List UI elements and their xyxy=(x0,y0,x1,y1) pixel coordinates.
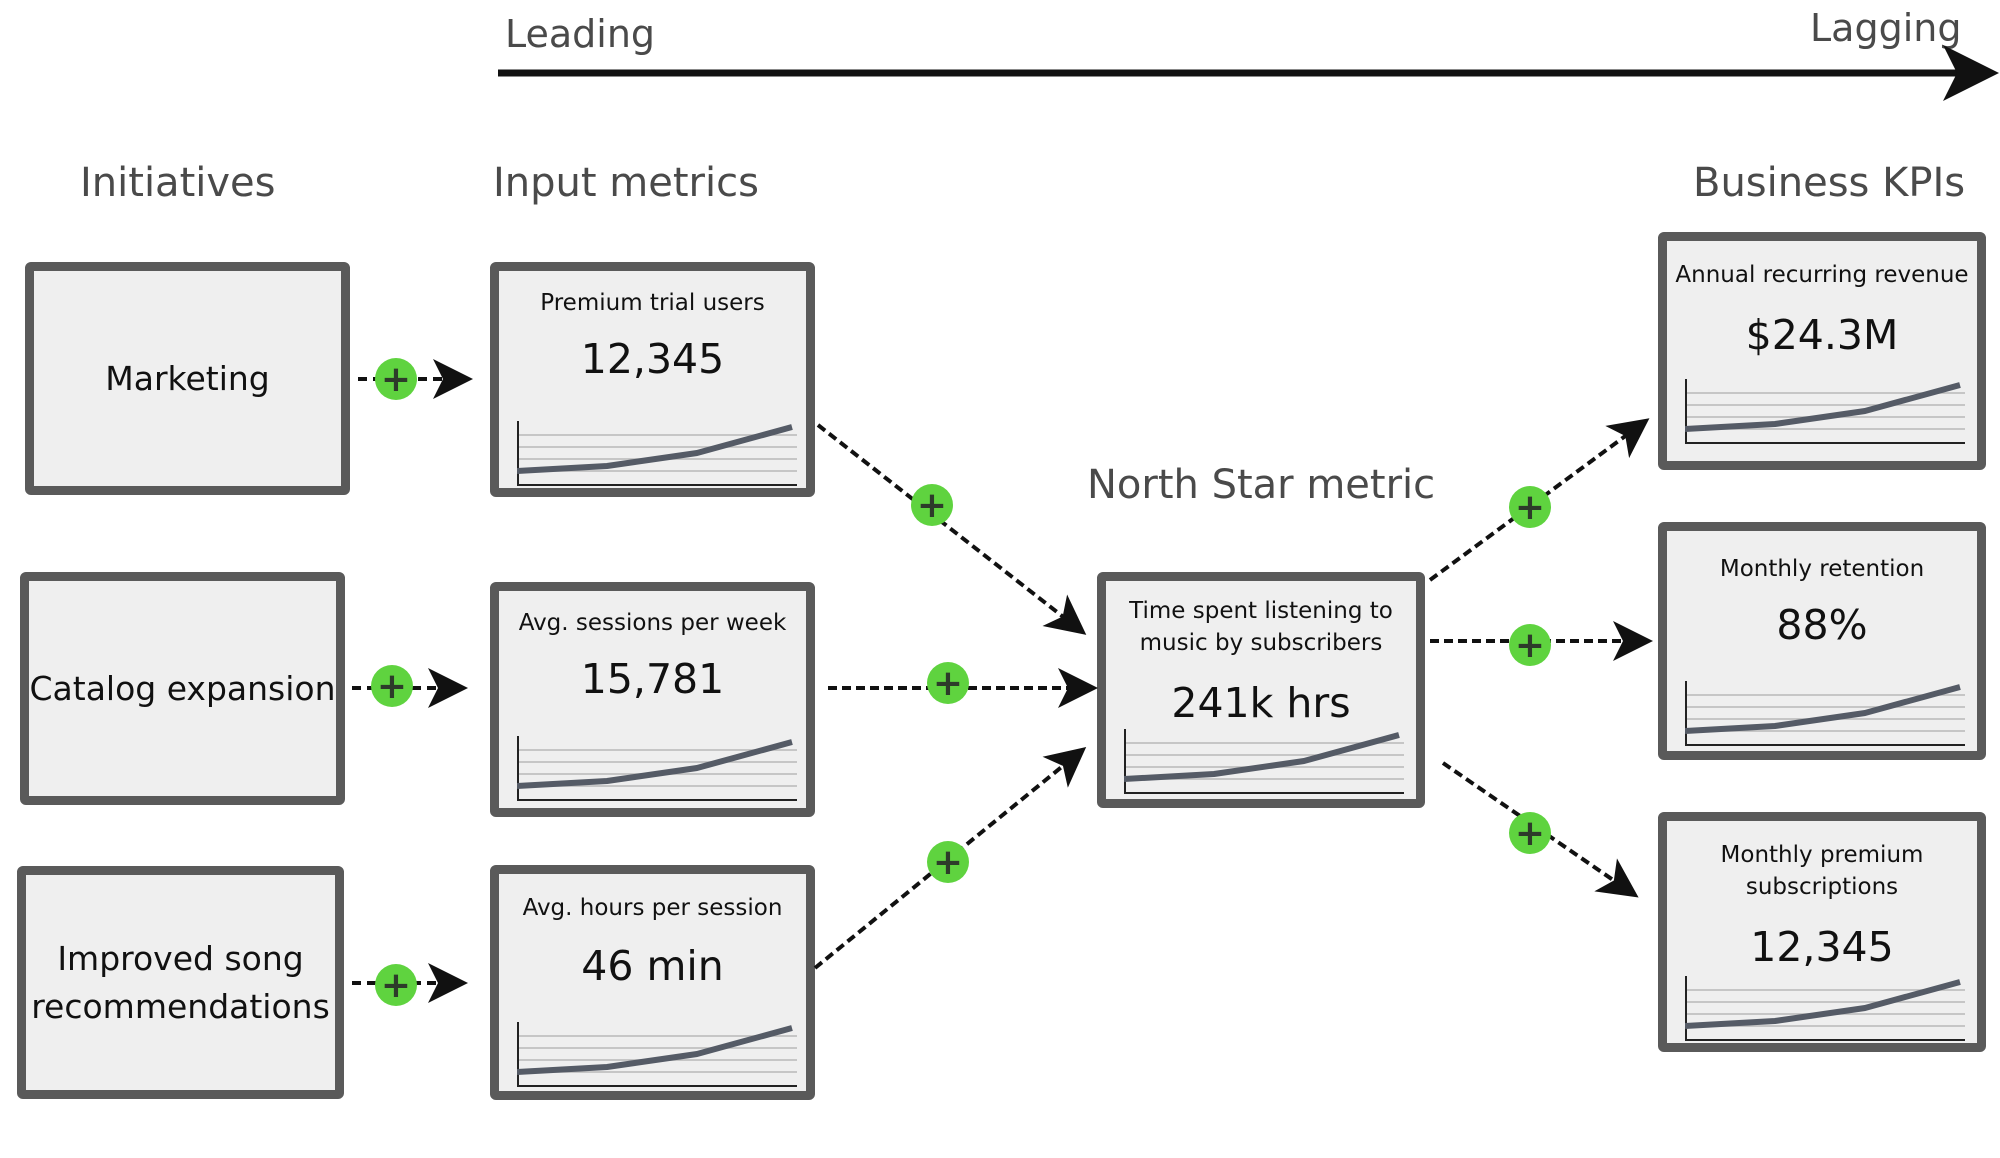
metric-title: Monthly retention xyxy=(1719,556,1925,582)
initiative-label: Marketing xyxy=(105,358,270,398)
plus-badge: + xyxy=(375,358,417,400)
metric-title: Avg. sessions per week xyxy=(518,610,787,636)
metric-title: Avg. hours per session xyxy=(522,895,783,921)
heading-initiatives: Initiatives xyxy=(80,160,276,206)
sparkline-trend-line xyxy=(1124,732,1400,782)
initiative-card-marketing: Marketing xyxy=(25,262,350,495)
sparkline-trend-line xyxy=(517,424,793,474)
metric-value: 46 min xyxy=(581,942,724,990)
metric-value: 241k hrs xyxy=(1171,679,1351,727)
input-metric-card-premium-trial-users: Premium trial users 12,345 xyxy=(490,262,815,497)
sparkline-trend-line xyxy=(1685,382,1961,432)
metric-value: 12,345 xyxy=(580,335,725,383)
sparkline-chart xyxy=(1124,729,1404,794)
sparkline-chart xyxy=(1685,681,1965,746)
axis-label-leading: Leading xyxy=(505,12,656,56)
metric-title: Time spent listening to music by subscri… xyxy=(1129,598,1393,656)
axis-label-lagging: Lagging xyxy=(1810,6,1962,50)
plus-badge: + xyxy=(927,662,969,704)
sparkline-chart xyxy=(517,1022,797,1087)
sparkline-chart xyxy=(1685,379,1965,444)
plus-sign: + xyxy=(933,842,963,883)
plus-sign: + xyxy=(933,663,963,704)
plus-sign: + xyxy=(1515,625,1545,666)
sparkline-trend-line xyxy=(517,1025,793,1075)
plus-badge: + xyxy=(371,665,413,707)
heading-input-metrics: Input metrics xyxy=(493,160,759,206)
initiative-card-song-recommendations: Improved song recommendations xyxy=(17,866,344,1099)
arrow-trial-users-to-north-star xyxy=(816,423,1087,635)
plus-sign: + xyxy=(381,359,411,400)
plus-badge: + xyxy=(1509,624,1551,666)
north-star-card: Time spent listening to music by subscri… xyxy=(1097,572,1425,808)
metric-title: Monthly premium subscriptions xyxy=(1720,842,1924,900)
metric-value: 12,345 xyxy=(1750,923,1894,971)
plus-badge: + xyxy=(1509,812,1551,854)
sparkline-chart xyxy=(1685,976,1965,1041)
plus-sign: + xyxy=(1515,487,1545,528)
input-metric-card-avg-sessions-per-week: Avg. sessions per week 15,781 xyxy=(490,582,815,817)
plus-badge: + xyxy=(375,964,417,1006)
plus-sign: + xyxy=(1515,813,1545,854)
plus-sign: + xyxy=(917,485,947,526)
sparkline-chart xyxy=(517,736,797,801)
metric-value: 15,781 xyxy=(580,655,725,703)
kpi-card-monthly-retention: Monthly retention 88% xyxy=(1658,522,1986,760)
heading-business-kpis: Business KPIs xyxy=(1693,160,1966,206)
metric-value: $24.3M xyxy=(1745,311,1899,359)
sparkline-trend-line xyxy=(517,739,793,789)
initiative-label: Catalog expansion xyxy=(29,668,336,708)
initiative-card-catalog-expansion: Catalog expansion xyxy=(20,572,345,805)
metric-title: Premium trial users xyxy=(540,290,765,316)
sparkline-trend-line xyxy=(1685,684,1961,734)
sparkline-chart xyxy=(517,421,797,486)
initiative-label: Improved song recommendations xyxy=(31,938,330,1026)
input-metric-card-avg-hours-per-session: Avg. hours per session 46 min xyxy=(490,865,815,1100)
plus-sign: + xyxy=(377,666,407,707)
plus-badge: + xyxy=(927,841,969,883)
arrow-hours-to-north-star xyxy=(813,746,1087,970)
kpi-card-monthly-premium-subscriptions: Monthly premium subscriptions 12,345 xyxy=(1658,812,1986,1052)
arrow-north-star-to-arr xyxy=(1428,418,1650,582)
metric-value: 88% xyxy=(1776,601,1868,649)
plus-badge: + xyxy=(911,484,953,526)
heading-north-star: North Star metric xyxy=(1087,462,1436,508)
plus-badge: + xyxy=(1509,486,1551,528)
metric-title: Annual recurring revenue xyxy=(1675,262,1969,288)
sparkline-trend-line xyxy=(1685,979,1961,1029)
kpi-card-annual-recurring-revenue: Annual recurring revenue $24.3M xyxy=(1658,232,1986,470)
arrow-north-star-to-subscriptions xyxy=(1441,761,1639,898)
plus-sign: + xyxy=(381,965,411,1006)
